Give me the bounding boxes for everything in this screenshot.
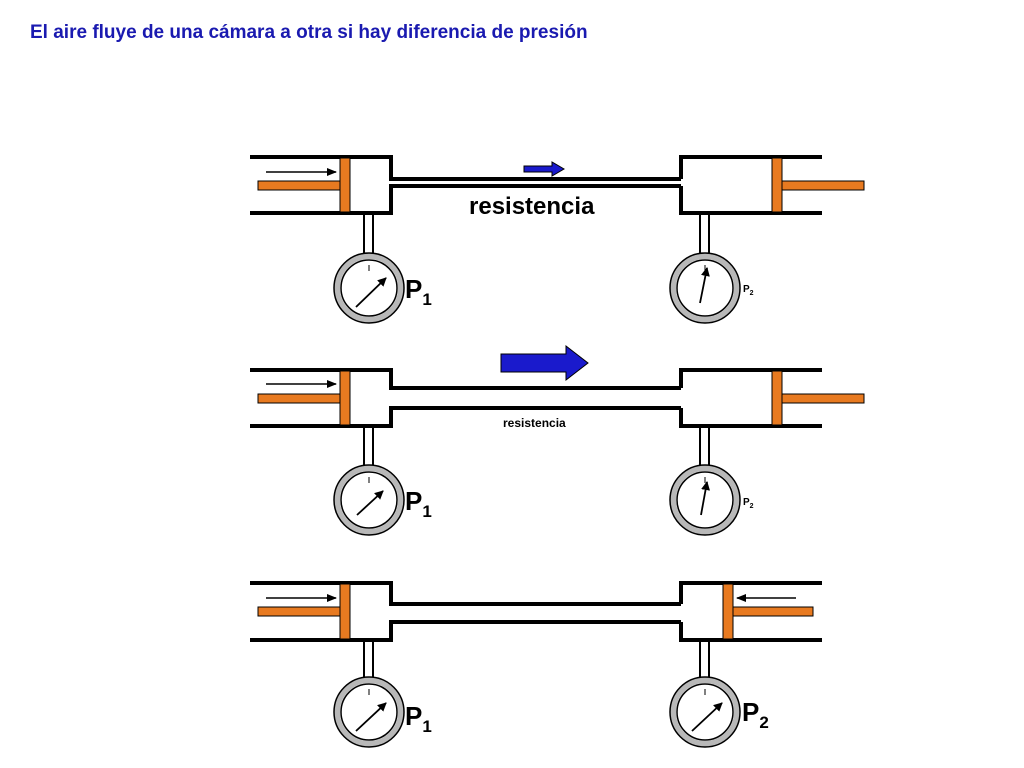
right-piston-head xyxy=(771,370,783,426)
gauge-label-p2: P2 xyxy=(743,284,754,297)
right-piston-rod xyxy=(732,606,814,617)
gauge-label-p1: P1 xyxy=(405,274,432,309)
left-gauge-stem xyxy=(363,426,374,468)
gauge-label-p1: P1 xyxy=(405,701,432,736)
right-gauge-stem xyxy=(699,213,710,257)
panel-1: resistencia P1 P2 xyxy=(250,155,865,324)
gauge-needle-icon xyxy=(691,702,723,732)
resistance-label: resistencia xyxy=(503,416,566,430)
right-piston-rod xyxy=(781,393,865,404)
right-piston-rod xyxy=(781,180,865,191)
left-gauge-stem xyxy=(363,213,374,257)
gauge-needle-icon xyxy=(356,490,384,516)
left-gauge-stem xyxy=(363,640,374,682)
left-piston-head xyxy=(339,370,351,426)
gauge-label-p2: P2 xyxy=(743,497,754,510)
page-title: El aire fluye de una cámara a otra si ha… xyxy=(30,22,588,43)
left-piston-rod xyxy=(257,393,341,404)
panel-2: resistencia P1 P2 xyxy=(250,344,865,536)
gauge-needle-icon xyxy=(699,267,710,304)
right-piston-head xyxy=(771,157,783,213)
gauge-label-p2: P2 xyxy=(742,697,769,732)
left-piston-rod xyxy=(257,606,341,617)
right-gauge xyxy=(669,676,741,748)
right-gauge-stem xyxy=(699,426,710,468)
resistance-label: resistencia xyxy=(469,193,595,220)
right-piston-head xyxy=(722,583,734,640)
right-gauge xyxy=(669,252,741,324)
gauge-label-p1: P1 xyxy=(405,486,432,521)
right-gauge xyxy=(669,464,741,536)
gauge-needle-icon xyxy=(355,277,387,308)
left-piston-rod xyxy=(257,180,341,191)
panel-3: P1 P2 xyxy=(250,581,822,748)
left-cylinder xyxy=(250,368,822,428)
flow-arrow-icon xyxy=(500,344,589,382)
gauge-needle-icon xyxy=(700,481,710,516)
left-cylinder xyxy=(250,155,822,215)
left-gauge xyxy=(333,464,405,536)
right-gauge-stem xyxy=(699,640,710,682)
gauge-needle-icon xyxy=(355,702,387,732)
left-piston-head xyxy=(339,583,351,640)
left-piston-head xyxy=(339,157,351,213)
left-cylinder xyxy=(250,581,822,642)
left-gauge xyxy=(333,676,405,748)
left-gauge xyxy=(333,252,405,324)
flow-arrow-icon xyxy=(523,161,565,177)
